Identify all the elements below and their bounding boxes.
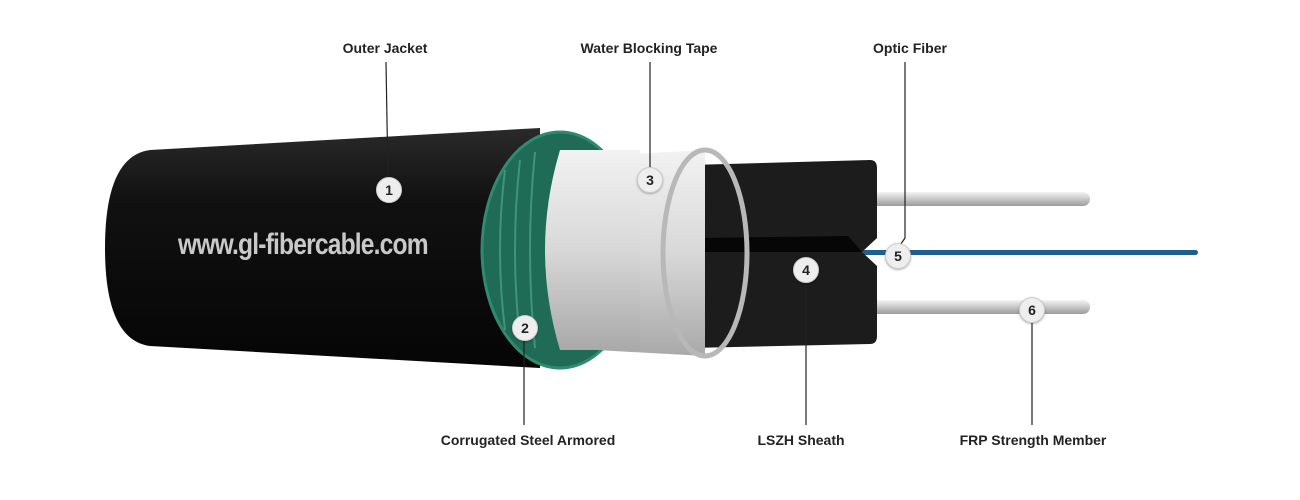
label-outer-jacket: Outer Jacket [342, 40, 428, 56]
label-corrugated-steel-armored: Corrugated Steel Armored [440, 432, 616, 448]
website-watermark: www.gl-fibercable.com [178, 228, 429, 261]
marker-4: 4 [793, 257, 819, 283]
outer-jacket [105, 128, 540, 368]
marker-1: 1 [376, 177, 402, 203]
frp-rod-top [830, 192, 1090, 206]
label-water-blocking-tape: Water Blocking Tape [580, 40, 718, 56]
label-lszh-sheath: LSZH Sheath [757, 432, 845, 448]
leader-line-5 [897, 62, 906, 249]
marker-2: 2 [512, 315, 538, 341]
lszh-sheath [690, 160, 877, 348]
leader-line-1 [385, 61, 389, 181]
marker-6: 6 [1019, 297, 1045, 323]
label-optic-fiber: Optic Fiber [873, 40, 947, 56]
label-frp-strength-member: FRP Strength Member [959, 432, 1107, 448]
optic-fiber [820, 250, 1198, 255]
marker-3: 3 [637, 167, 663, 193]
marker-5: 5 [885, 243, 911, 269]
